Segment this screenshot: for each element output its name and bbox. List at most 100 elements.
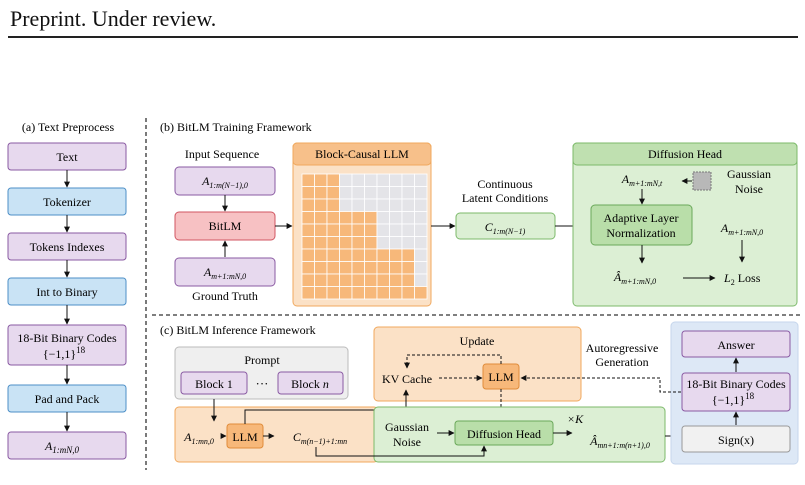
attention-cell	[414, 186, 428, 200]
attention-cell	[364, 248, 378, 262]
attention-cell	[301, 273, 315, 287]
attention-cell	[339, 236, 353, 250]
attention-cell	[301, 236, 315, 250]
attention-cell	[351, 211, 365, 225]
attention-cell	[364, 273, 378, 287]
prompt-label: Prompt	[244, 353, 280, 367]
answer-label: Answer	[717, 338, 754, 352]
attention-cell	[314, 248, 328, 262]
attention-cell	[326, 198, 340, 212]
attention-cell	[326, 248, 340, 262]
attention-cell	[301, 173, 315, 187]
step-output-label: A1:mN,0	[44, 439, 80, 455]
attention-cell	[376, 211, 390, 225]
attention-cell	[301, 248, 315, 262]
ground-truth-label: Ground Truth	[192, 289, 258, 303]
attention-cell	[326, 223, 340, 237]
attention-cell	[314, 236, 328, 250]
attention-cell	[339, 198, 353, 212]
attention-cell	[414, 211, 428, 225]
attention-cell	[314, 261, 328, 275]
inference-out-var: Cm(n−1)+1:mn	[293, 430, 347, 446]
attention-cell	[414, 223, 428, 237]
attention-cell	[389, 286, 403, 300]
header-text: Preprint. Under review.	[10, 6, 217, 31]
attention-cell	[326, 211, 340, 225]
attention-cell	[401, 186, 415, 200]
diffusion-head-header	[572, 142, 798, 166]
noisy-var: Am+1:mN,t	[621, 172, 663, 188]
step-tokenizer-label: Tokenizer	[43, 195, 91, 209]
step-binary-codes-label: 18-Bit Binary Codes	[17, 331, 117, 345]
attention-cell	[389, 211, 403, 225]
block1-label: Block 1	[195, 377, 233, 391]
attention-cell	[376, 198, 390, 212]
attention-cell	[364, 211, 378, 225]
attention-cell	[326, 273, 340, 287]
attention-cell	[301, 223, 315, 237]
attention-cell	[414, 236, 428, 250]
continuous-label-1: Continuous	[477, 177, 533, 191]
attention-cell	[351, 198, 365, 212]
attention-cell	[326, 173, 340, 187]
inference-codes-set: {−1,1}18	[712, 391, 755, 407]
attention-cell	[314, 198, 328, 212]
step-binary-codes-set: {−1,1}18	[43, 345, 86, 361]
attention-grid	[301, 173, 428, 300]
blockn-box	[277, 371, 344, 395]
attention-cell	[364, 286, 378, 300]
attention-cell	[389, 173, 403, 187]
attention-cell	[376, 273, 390, 287]
attention-cell	[389, 261, 403, 275]
continuous-label-2: Latent Conditions	[462, 191, 549, 205]
attention-cell	[364, 173, 378, 187]
attention-cell	[301, 261, 315, 275]
attention-cell	[339, 248, 353, 262]
input-sequence-var: A1:m(N−1),0	[201, 174, 248, 190]
arrow-update-loop	[404, 354, 502, 369]
attention-cell	[376, 248, 390, 262]
times-k-label: ×K	[567, 412, 584, 426]
diffusion-head-label: Diffusion Head	[648, 147, 722, 161]
inference-gaussian-1: Gaussian	[385, 420, 429, 434]
attention-cell	[401, 261, 415, 275]
arrow-autoregressive	[520, 375, 681, 393]
noise-icon	[692, 171, 712, 191]
attention-cell	[314, 223, 328, 237]
attention-cell	[314, 173, 328, 187]
step-pad-pack-label: Pad and Pack	[35, 392, 100, 406]
attention-cell	[339, 286, 353, 300]
attention-cell	[376, 186, 390, 200]
pred-var: Âm+1:mN,0	[613, 270, 656, 286]
attention-cell	[389, 186, 403, 200]
attention-cell	[351, 173, 365, 187]
attention-cell	[314, 286, 328, 300]
input-sequence-label: Input Sequence	[185, 147, 259, 161]
training-title: (b) BitLM Training Framework	[160, 120, 312, 134]
attention-cell	[364, 198, 378, 212]
attention-cell	[326, 261, 340, 275]
gaussian-label-2: Noise	[735, 182, 763, 196]
attention-cell	[301, 186, 315, 200]
step-output-box	[7, 431, 127, 460]
sign-label: Sign(x)	[718, 433, 754, 447]
autoregressive-label-1: Autoregressive	[586, 341, 659, 355]
attention-cell	[401, 198, 415, 212]
attention-cell	[314, 273, 328, 287]
attention-cell	[389, 236, 403, 250]
attention-cell	[376, 236, 390, 250]
step-int-to-binary-label: Int to Binary	[36, 285, 97, 299]
attention-cell	[414, 261, 428, 275]
attention-cell	[389, 248, 403, 262]
condition-var: C1:m(N−1)	[485, 220, 526, 236]
loss-label: L2 Loss	[723, 271, 761, 287]
attention-cell	[351, 236, 365, 250]
attention-cell	[401, 248, 415, 262]
attention-cell	[339, 223, 353, 237]
attention-cell	[301, 211, 315, 225]
inference-llm-panel	[174, 406, 379, 463]
inference-codes-box	[681, 372, 791, 412]
block-causal-header	[292, 142, 432, 166]
attention-cell	[376, 223, 390, 237]
